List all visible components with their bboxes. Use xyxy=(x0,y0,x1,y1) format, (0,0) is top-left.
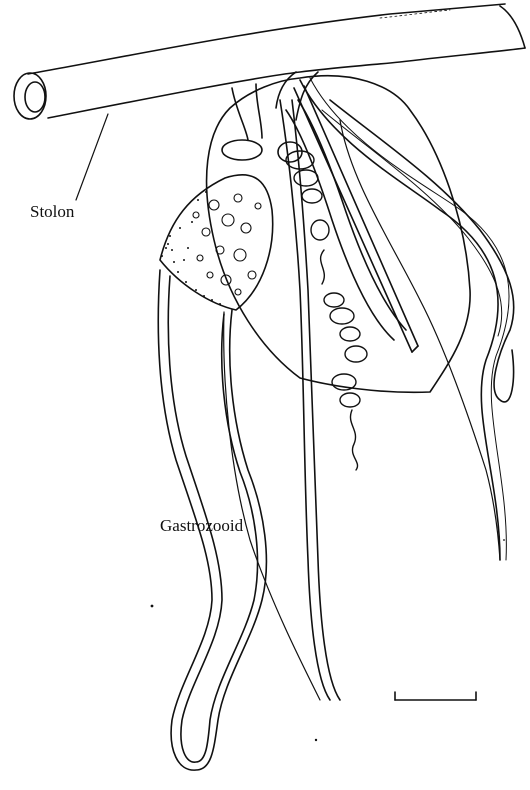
gastrozooid-label: Gastrozooid xyxy=(160,517,243,534)
coiled-gonophores xyxy=(286,151,367,470)
specks xyxy=(151,539,505,741)
stolon-label: Stolon xyxy=(30,203,74,220)
stems xyxy=(232,72,318,140)
gastrozooid-bulb xyxy=(160,175,273,310)
scale-bar xyxy=(395,692,476,700)
central-stalk xyxy=(280,100,406,700)
stolon-tube xyxy=(14,4,525,119)
oval-bud-left xyxy=(222,140,262,160)
stolon-pointer xyxy=(76,114,108,200)
